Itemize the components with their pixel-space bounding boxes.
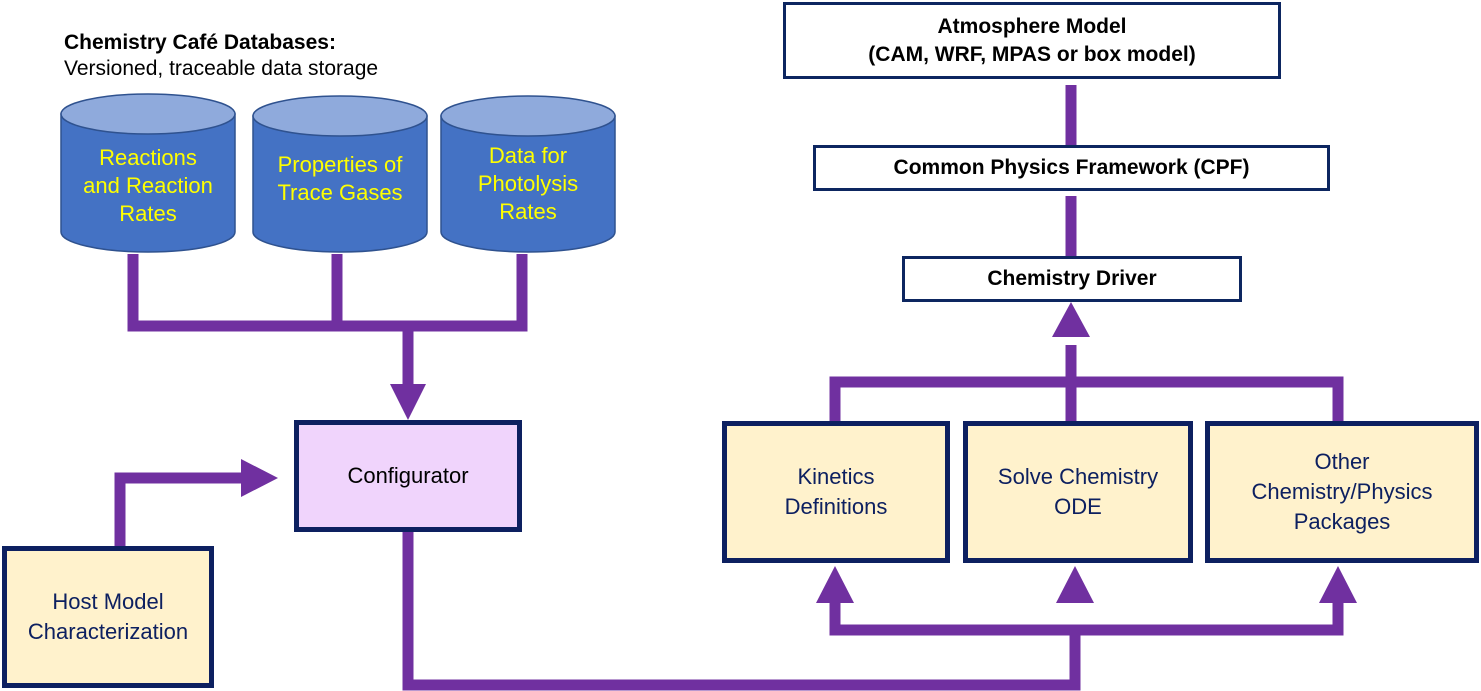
cpf-label: Common Physics Framework (CPF) [893, 156, 1250, 179]
db1-connector [127, 254, 408, 332]
arrowhead-to-other-packages [1319, 566, 1357, 603]
database-label: Reactions and Reaction Rates [83, 145, 213, 226]
packages-output-bus [829, 376, 1344, 421]
arrowhead-to-configurator [390, 384, 426, 420]
packages-input-bus [829, 600, 1344, 636]
database-label: Properties of Trace Gases [277, 152, 403, 205]
other-packages-label-line1: Other [1314, 449, 1370, 474]
databases-title: Chemistry Café Databases: [64, 31, 336, 54]
arrowhead-to-kinetics [816, 566, 854, 603]
host-model-label-line2: Characterization [27, 619, 189, 644]
cpf-box[interactable]: Common Physics Framework (CPF) [813, 145, 1330, 191]
configurator-box[interactable]: Configurator [294, 420, 522, 532]
atmosphere-model-box[interactable]: Atmosphere Model (CAM, WRF, MPAS or box … [783, 2, 1281, 79]
other-packages-label-line3: Packages [1293, 509, 1391, 534]
database-reactions[interactable]: Reactions and Reaction Rates [60, 92, 236, 254]
host-model-box[interactable]: Host Model Characterization [2, 546, 214, 688]
other-packages-box[interactable]: Other Chemistry/Physics Packages [1205, 421, 1479, 563]
solve-ode-label-line1: Solve Chemistry [997, 464, 1159, 489]
database-trace-gases[interactable]: Properties of Trace Gases [252, 94, 428, 254]
database-photolysis[interactable]: Data for Photolysis Rates [440, 94, 616, 254]
database-cylinder-icon [252, 95, 428, 253]
other-packages-label-line2: Chemistry/Physics [1251, 479, 1433, 504]
configurator-label: Configurator [347, 463, 469, 488]
database-cylinder-icon [60, 93, 236, 253]
host-to-configurator-line [114, 472, 250, 548]
kinetics-label-line2: Definitions [784, 494, 888, 519]
chemistry-driver-box[interactable]: Chemistry Driver [902, 256, 1242, 302]
kinetics-label-line1: Kinetics [797, 464, 875, 489]
arrowhead-to-solve-ode [1056, 566, 1094, 603]
databases-subtitle: Versioned, traceable data storage [64, 57, 379, 80]
chemistry-driver-label: Chemistry Driver [987, 267, 1157, 290]
atmosphere-model-subtitle: (CAM, WRF, MPAS or box model) [868, 42, 1196, 66]
database-label: Data for Photolysis Rates [477, 143, 579, 224]
configurator-to-packages-line [402, 532, 1081, 691]
solve-chemistry-ode-box[interactable]: Solve Chemistry ODE [963, 421, 1193, 563]
database-cylinder-icon [440, 95, 616, 253]
kinetics-definitions-box[interactable]: Kinetics Definitions [722, 421, 950, 563]
db3-connector [402, 254, 528, 332]
atmosphere-model-title: Atmosphere Model [937, 14, 1127, 38]
arrowhead-to-driver [1052, 302, 1090, 337]
host-model-label-line1: Host Model [52, 589, 164, 614]
databases-heading: Chemistry Café Databases: Versioned, tra… [64, 30, 378, 82]
arrowhead-host-to-configurator [241, 459, 278, 497]
solve-ode-label-line2: ODE [1054, 494, 1102, 519]
